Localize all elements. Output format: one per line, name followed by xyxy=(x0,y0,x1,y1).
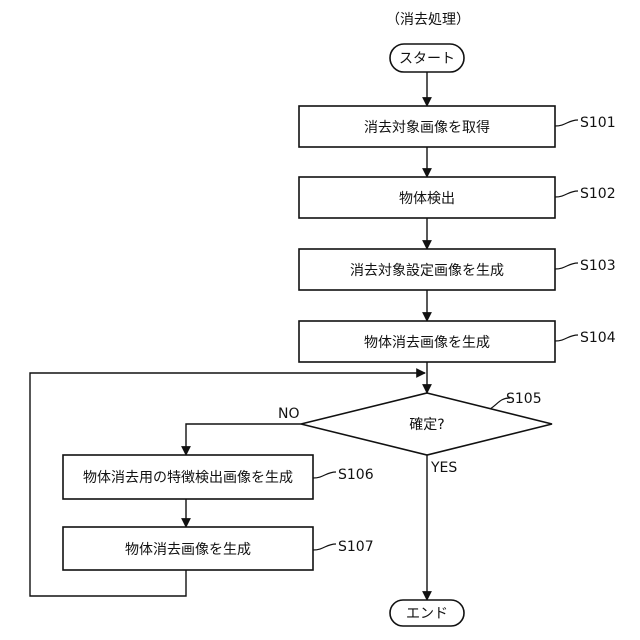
label-leader xyxy=(555,263,578,269)
step-s107: 物体消去画像を生成 S107 xyxy=(63,527,374,570)
step-text: 物体検出 xyxy=(399,191,455,207)
decision-s105: 確定? S105 xyxy=(301,391,552,455)
step-s103: 消去対象設定画像を生成 S103 xyxy=(299,249,616,290)
start-terminal: スタート xyxy=(390,44,464,72)
step-s101: 消去対象画像を取得 S101 xyxy=(299,106,616,147)
label-leader xyxy=(313,544,336,550)
step-s102: 物体検出 S102 xyxy=(299,177,616,218)
step-s104: 物体消去画像を生成 S104 xyxy=(299,321,616,362)
step-id: S104 xyxy=(580,330,616,346)
step-id: S107 xyxy=(338,539,374,555)
step-text: 物体消去用の特徴検出画像を生成 xyxy=(83,470,293,486)
end-terminal: エンド xyxy=(390,600,464,626)
step-text: 消去対象設定画像を生成 xyxy=(350,263,504,279)
step-id: S102 xyxy=(580,186,616,202)
yes-label: YES xyxy=(430,460,457,476)
label-leader xyxy=(313,472,336,478)
step-id: S103 xyxy=(580,258,616,274)
label-leader xyxy=(555,120,578,126)
step-text: 物体消去画像を生成 xyxy=(364,335,490,351)
no-branch-arrow xyxy=(186,424,301,455)
label-leader xyxy=(555,191,578,197)
end-label: エンド xyxy=(406,606,448,622)
step-id: S106 xyxy=(338,467,374,483)
step-text: 物体消去画像を生成 xyxy=(125,542,251,558)
decision-id: S105 xyxy=(506,391,542,407)
label-leader xyxy=(555,335,578,341)
step-text: 消去対象画像を取得 xyxy=(364,119,490,136)
decision-text: 確定? xyxy=(409,417,444,433)
step-s106: 物体消去用の特徴検出画像を生成 S106 xyxy=(63,455,374,499)
start-label: スタート xyxy=(399,51,455,67)
step-id: S101 xyxy=(580,115,616,131)
no-label: NO xyxy=(278,406,300,422)
diagram-title: （消去処理） xyxy=(386,12,470,28)
